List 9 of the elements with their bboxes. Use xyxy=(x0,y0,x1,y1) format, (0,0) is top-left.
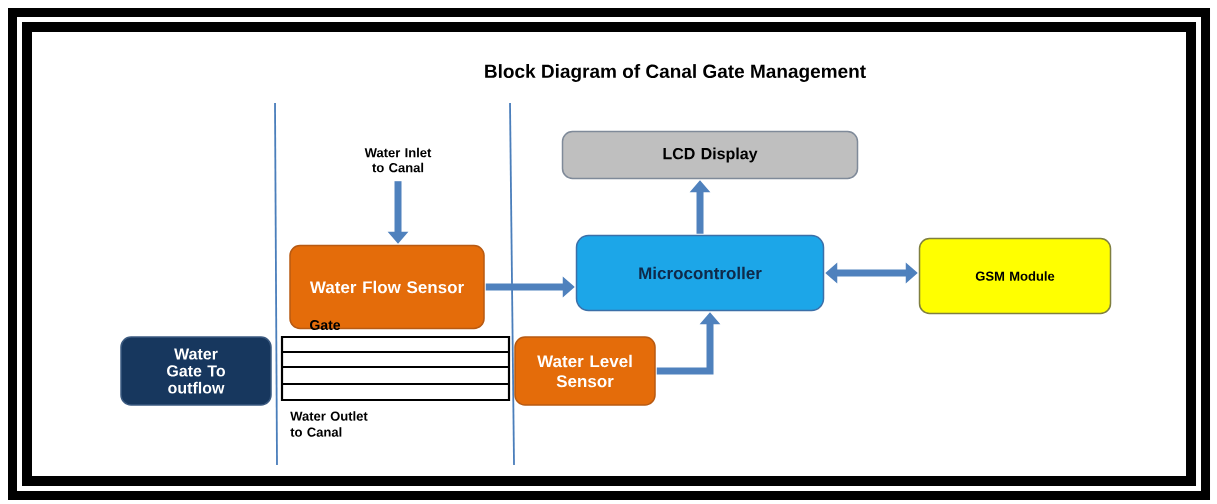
outlet-label: Water Outlet to Canal xyxy=(290,411,368,437)
sensor-box: Water Level Sensor xyxy=(514,336,656,406)
gate-label: Gate xyxy=(310,320,341,330)
gate-box: Water Gate To outflow xyxy=(120,336,272,406)
inlet-label: Water Inlet to Canal xyxy=(364,147,432,173)
title: Block Diagram of Canal Gate Management xyxy=(485,64,866,82)
display-box: LCD Display xyxy=(561,130,859,180)
module-box: GSM Module xyxy=(918,237,1112,315)
controller-box: Microcontroller xyxy=(575,234,825,312)
